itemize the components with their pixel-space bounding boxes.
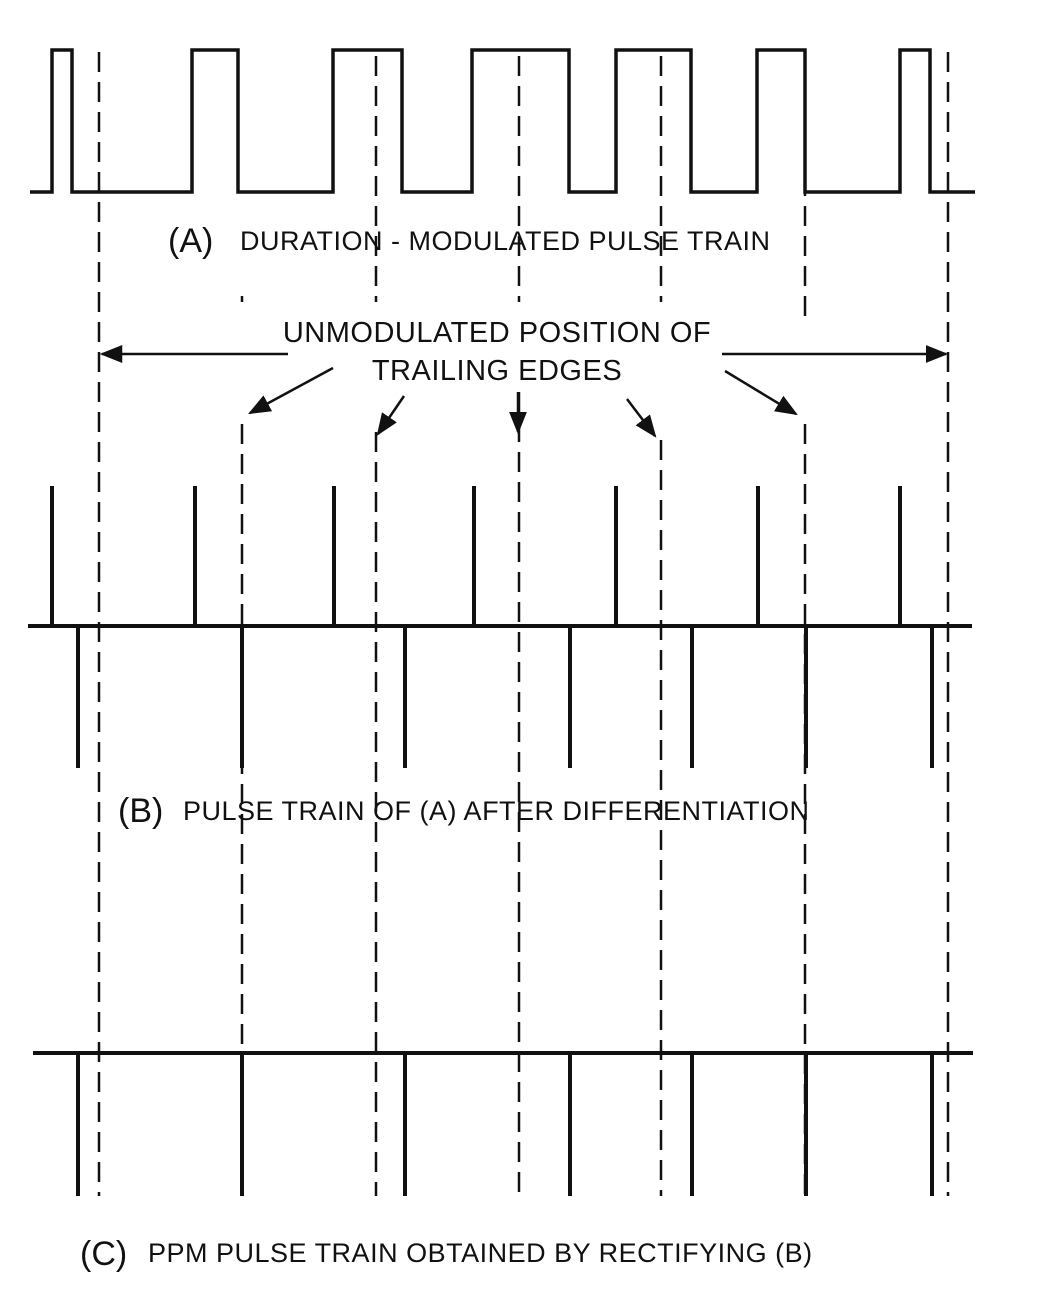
caption-a-text: DURATION - MODULATED PULSE TRAIN [240,226,771,256]
annotation-line-2: TRAILING EDGES [372,355,622,387]
arrow-to-edge-6 [724,369,798,416]
arrow-to-edge-5 [626,398,657,438]
caption-c-text: PPM PULSE TRAIN OBTAINED BY RECTIFYING (… [148,1238,813,1268]
annotation-line-1: UNMODULATED POSITION OF [283,317,711,349]
caption-b-text: PULSE TRAIN OF (A) AFTER DIFFERENTIATION [183,796,810,826]
arrow-to-edge-3 [376,395,406,436]
annotation-arrows [99,345,949,438]
ppm-pulses [76,1053,934,1196]
arrow-to-edge-2 [248,366,334,415]
caption-c-letter: (C) [80,1235,127,1273]
duration-modulated-waveform [30,48,975,194]
caption-a-letter: (A) [168,222,213,260]
differentiated-spikes [50,486,934,768]
caption-b-letter: (B) [118,792,163,830]
